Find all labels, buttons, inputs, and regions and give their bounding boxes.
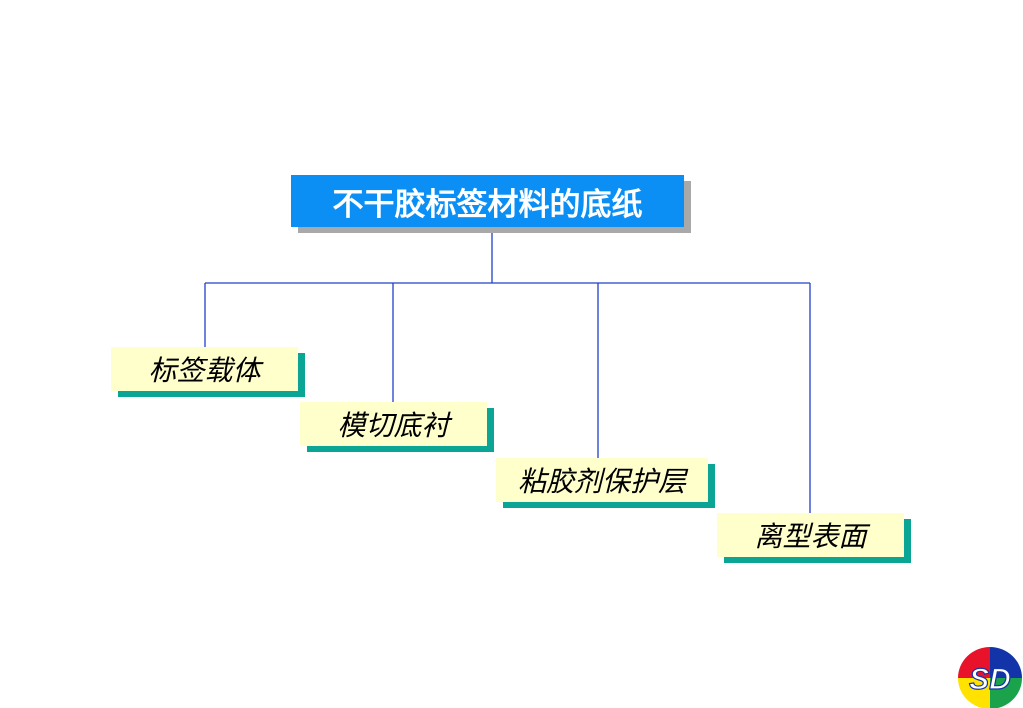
child-node-4: 离型表面 xyxy=(717,513,904,557)
child-node-1: 标签载体 xyxy=(111,347,298,391)
logo-sector-yellow xyxy=(958,678,990,708)
logo-sector-blue xyxy=(990,647,1022,678)
sd-logo: SD xyxy=(958,647,1022,708)
logo-sector-red xyxy=(958,647,990,678)
root-node-title: 不干胶标签材料的底纸 xyxy=(291,175,684,227)
child-node-2: 模切底衬 xyxy=(300,402,487,446)
child-node-3: 粘胶剂保护层 xyxy=(496,458,708,502)
logo-sector-green xyxy=(990,678,1022,708)
logo-text: SD xyxy=(969,663,1011,696)
